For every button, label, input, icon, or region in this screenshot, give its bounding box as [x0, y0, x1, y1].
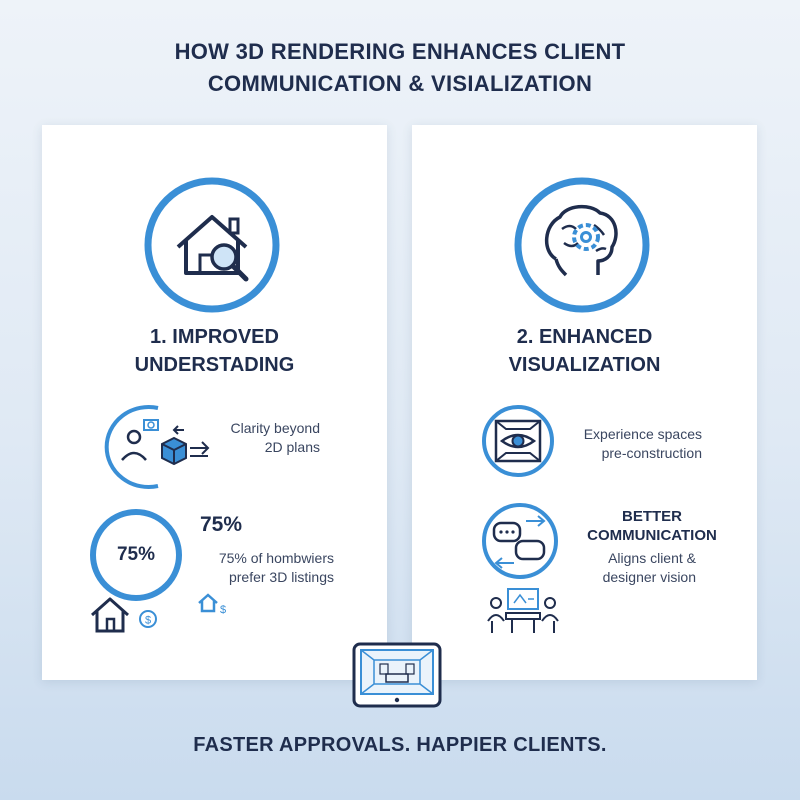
svg-text:$: $ — [145, 615, 151, 627]
subhead-line-2: COMMUNICATION — [587, 527, 717, 544]
title-line-1: HOW 3D RENDERING ENHANCES CLIENT — [174, 39, 626, 64]
house-icon — [91, 597, 129, 633]
feature-text: Experience spaces pre-construction — [552, 425, 702, 463]
stat-circle-value: 75% — [116, 544, 156, 565]
feature-text-line-1: Clarity beyond — [230, 420, 321, 436]
section-heading: 1. IMPROVED UNDERSTADING — [42, 323, 387, 379]
house-magnifier-icon — [144, 177, 280, 313]
communication-text-line-2: designer vision — [602, 569, 696, 585]
feature-text: Clarity beyond 2D plans — [192, 419, 321, 457]
subhead-line-1: BETTER — [622, 508, 682, 525]
title-line-2: COMMUNICATION & VISIALIZATION — [207, 71, 593, 96]
brain-gear-icon — [514, 177, 650, 313]
stat-ring — [90, 509, 182, 601]
feature-text-line-1: Experience spaces — [583, 426, 702, 442]
card-improved-understanding: 1. IMPROVED UNDERSTADING Clarity beyond … — [42, 125, 387, 680]
heading-line-1: 2. ENHANCED — [516, 326, 653, 348]
heading-line-2: UNDERSTADING — [134, 354, 295, 376]
communication-text: Aligns client & designer vision — [552, 549, 696, 587]
better-communication-title: BETTER COMMUNICATION — [562, 507, 742, 545]
stat-text-line-2: prefer 3D listings — [228, 569, 334, 585]
meeting-icon — [487, 588, 559, 633]
section-heading: 2. ENHANCED VISUALIZATION — [412, 323, 757, 379]
person-cube-arrows-icon — [104, 405, 210, 489]
small-house-dollar-icon: $ — [198, 593, 226, 616]
communication-text-line-1: Aligns client & — [608, 550, 696, 566]
svg-text:$: $ — [220, 604, 226, 616]
stat-text-line-1: 75% of hombwiers — [218, 550, 334, 566]
eye-room-icon — [482, 405, 554, 477]
feature-text-line-2: pre-construction — [601, 445, 702, 461]
heading-line-2: VISUALIZATION — [508, 354, 661, 376]
stat-value: 75% — [200, 513, 243, 536]
heading-line-1: 1. IMPROVED — [150, 326, 279, 348]
stat-text: 75% of hombwiers prefer 3D listings — [182, 549, 334, 587]
feature-text-line-2: 2D plans — [264, 439, 320, 455]
tablet-render-icon — [352, 642, 442, 708]
footer-tagline: FASTER APPROVALS. HAPPIER CLIENTS. — [193, 734, 607, 756]
card-enhanced-visualization: 2. ENHANCED VISUALIZATION Experience spa… — [412, 125, 757, 680]
chat-bubbles-icon — [482, 503, 558, 579]
page-title: HOW 3D RENDERING ENHANCES CLIENT COMMUNI… — [0, 36, 800, 100]
dollar-icon: $ — [139, 610, 157, 628]
